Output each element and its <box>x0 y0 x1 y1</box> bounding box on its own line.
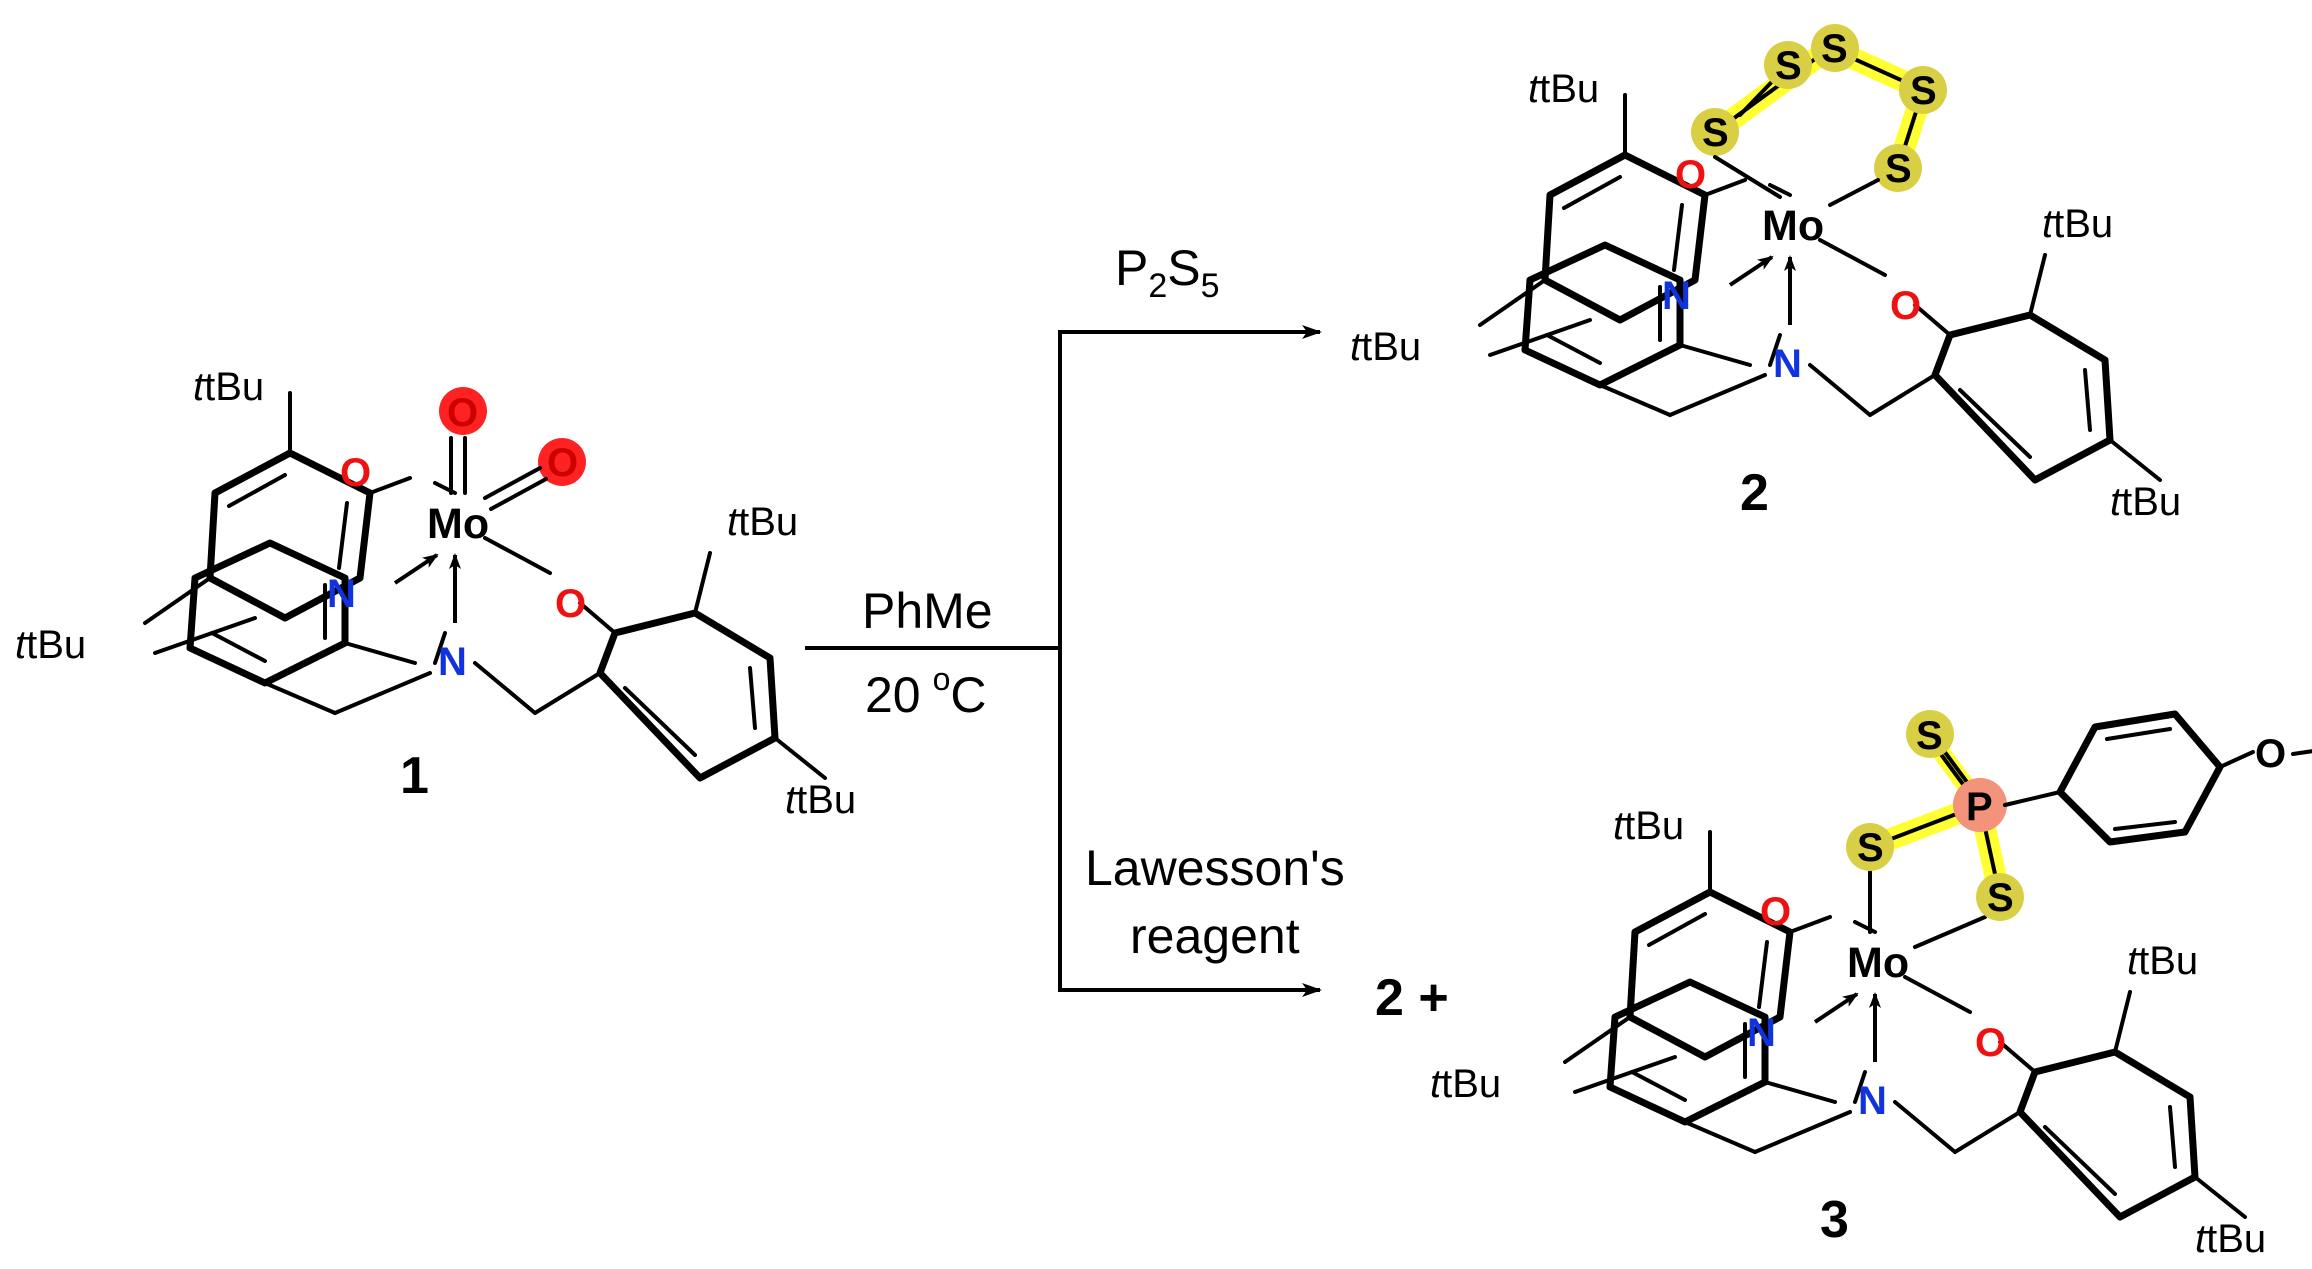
s-label-2e: S <box>1885 147 1912 191</box>
tbu-label-3b: ttBu <box>1430 1062 1501 1106</box>
tbu-label-3c: ttBu <box>2127 939 2198 983</box>
amine-n-2: N <box>1773 342 1802 386</box>
tbu-label-1c: ttBu <box>727 500 798 544</box>
sulfur-1 <box>1764 41 1812 89</box>
s-label-2c: S <box>1821 27 1848 71</box>
compound-number-1: 1 <box>400 747 429 805</box>
oxo-highlight-2 <box>538 438 586 486</box>
sulfur-3-a <box>1906 710 1954 758</box>
s-label-3b: S <box>1857 826 1884 870</box>
lower-reagent-line1: Lawesson's <box>1085 840 1345 896</box>
compound-3-prefix: 2 + <box>1375 969 1449 1027</box>
s-label-2d: S <box>1910 69 1937 113</box>
sulfur-3-c <box>1976 873 2024 921</box>
tbu-label-1d: ttBu <box>785 778 856 822</box>
tbu-label-1b: ttBu <box>15 623 86 667</box>
s-label-2a: S <box>1702 111 1729 155</box>
methoxy-o-label: O <box>2255 732 2286 776</box>
phosphorus-atom <box>1953 778 2007 832</box>
s-label-2b: S <box>1775 44 1802 88</box>
s-label-3a: S <box>1916 714 1943 758</box>
s-label-3c: S <box>1987 876 2014 920</box>
tbu-label-3d: ttBu <box>2195 1217 2266 1261</box>
tbu-label-2b: ttBu <box>1350 325 1421 369</box>
phenoxide-o-left-3: O <box>1760 890 1791 934</box>
phenoxide-o-left-1: O <box>340 451 371 495</box>
oxo-o1-label: O <box>447 391 478 435</box>
pyridyl-n-3: N <box>1747 1011 1776 1055</box>
tbu-label-2a: ttBu <box>1528 67 1599 111</box>
sulfur-3 <box>1899 66 1947 114</box>
oxo-o2-label: O <box>547 441 578 485</box>
tbu-label-3a: ttBu <box>1613 804 1684 848</box>
mo-label-2: Mo <box>1762 202 1824 250</box>
solvent-label: PhMe <box>862 583 993 639</box>
oxo-highlight-1 <box>439 387 487 435</box>
tbu-label-2c: ttBu <box>2042 202 2113 246</box>
sulfur-3-b <box>1846 823 1894 871</box>
pyridyl-n-1: N <box>327 572 356 616</box>
lower-reagent-line2: reagent <box>1130 908 1300 964</box>
phenoxide-o-left-2: O <box>1675 153 1706 197</box>
compound-number-2: 2 <box>1740 464 1769 522</box>
sulfur-4 <box>1874 144 1922 192</box>
tbu-label-1a: ttBu <box>193 365 264 409</box>
sulfur-5 <box>1691 108 1739 156</box>
mo-label-3: Mo <box>1847 939 1909 987</box>
upper-reagent-label: P2S5 <box>1115 240 1220 305</box>
tbu-label-2d: ttBu <box>2110 480 2181 524</box>
phenoxide-o-right-2: O <box>1890 284 1921 328</box>
phenoxide-o-right-1: O <box>555 582 586 626</box>
compound-2: S S S S S Mo O O N N ttBu ttBu ttBu ttBu… <box>1350 24 2181 524</box>
pyridyl-n-2: N <box>1662 274 1691 318</box>
mo-label-1: Mo <box>427 500 489 548</box>
amine-n-3: N <box>1858 1079 1887 1123</box>
compound-number-3: 3 <box>1820 1191 1849 1249</box>
phenoxide-o-right-3: O <box>1975 1021 2006 1065</box>
p-label: P <box>1966 785 1993 829</box>
compound-3: P S S S O Mo O O N N ttBu ttBu ttBu ttBu… <box>1430 710 2312 1261</box>
amine-n-1: N <box>438 640 467 684</box>
reaction-arrows <box>805 325 1322 997</box>
sulfur-2 <box>1811 24 1859 72</box>
compound-1: O O Mo O O N N ttBu ttBu ttBu ttBu 1 <box>15 365 856 822</box>
